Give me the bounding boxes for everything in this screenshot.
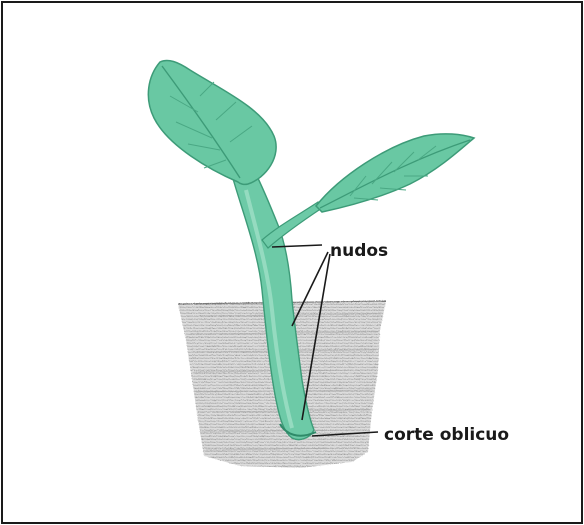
label-nodes: nudos <box>330 241 388 261</box>
label-cut: corte oblicuo <box>384 425 509 445</box>
leaf-upper-left <box>148 60 276 184</box>
leaf-right <box>316 134 474 212</box>
